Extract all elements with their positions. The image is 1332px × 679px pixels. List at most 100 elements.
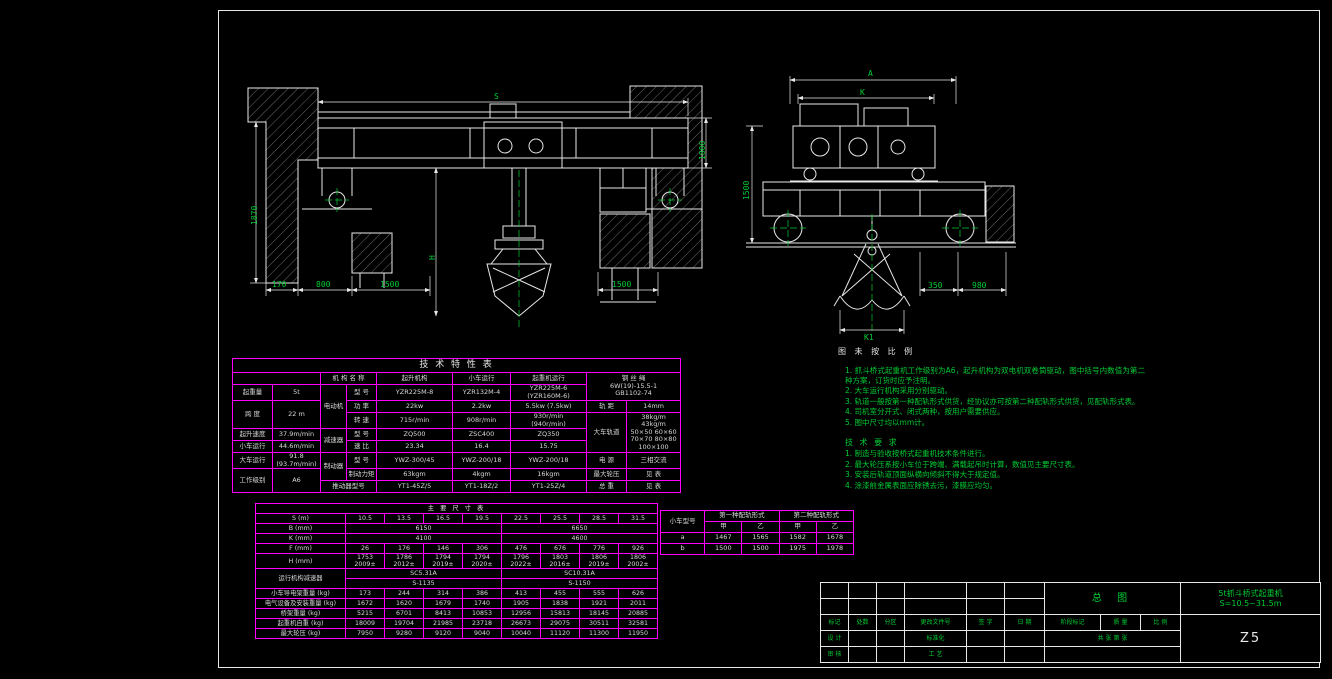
table-cell <box>876 630 905 647</box>
table-cell: 速 比 <box>346 440 377 453</box>
table-cell: 9280 <box>384 628 424 639</box>
table-cell <box>904 598 967 615</box>
table-cell: S (m) <box>255 513 346 524</box>
table-cell: 173 <box>345 588 385 599</box>
machinery-house <box>863 107 909 127</box>
table-cell: 38kg/m 43kg/m 50×50 60×60 70×70 80×80 10… <box>625 412 682 453</box>
notes-block-2-title: 技 术 要 求 <box>845 438 899 447</box>
table-cell: 21985 <box>423 618 463 629</box>
table-cell: 23.34 <box>376 440 453 453</box>
notes-block-1: 1. 抓斗桥式起重机工作级别为A6，起升机构为双电机双卷筒驱动，图中括号内数值为… <box>845 366 1145 428</box>
wall-hatch-side <box>985 185 1015 243</box>
table-cell: 1753 2009± <box>345 553 385 569</box>
table-cell: 小车运行 <box>232 440 273 453</box>
table-cell: 6650 <box>500 523 659 534</box>
table-cell: 10040 <box>501 628 541 639</box>
pier-hatch-right <box>599 213 651 269</box>
front-view <box>247 85 712 328</box>
hoist-drum <box>497 138 513 154</box>
table-cell: YT1-18Z/2 <box>452 480 511 493</box>
table-cell <box>876 598 905 615</box>
table-cell: 15813 <box>540 608 580 619</box>
table-cell: 三相交流 <box>625 452 682 469</box>
table-cell: 10853 <box>462 608 502 619</box>
table-cell: 1978 <box>815 543 855 555</box>
table-cell: 455 <box>540 588 580 599</box>
table-cell: 715r/min <box>376 412 453 429</box>
side-view <box>746 76 1016 334</box>
table-cell: 4600 <box>500 533 659 544</box>
table-cell: 4kgm <box>452 468 511 481</box>
table-cell: 乙 <box>815 521 855 533</box>
table-cell: 244 <box>384 588 424 599</box>
table-cell: 26 <box>345 543 385 554</box>
table-cell: 见 表 <box>625 468 682 481</box>
table-cell <box>876 582 905 599</box>
table-cell <box>1004 646 1045 663</box>
note-line: 4. 涂漆前金属表面应除锈去污，漆膜应均匀。 <box>845 480 998 490</box>
bridge-girder <box>317 117 689 169</box>
table-cell: 16kgm <box>510 468 587 481</box>
table-cell: 2.2kw <box>452 400 511 413</box>
table-cell: 6701 <box>384 608 424 619</box>
dimension-label-a: A <box>868 69 873 78</box>
table-cell: 总 重 <box>586 480 627 493</box>
table-cell: H (mm) <box>255 553 346 569</box>
table-cell: 22.5 <box>501 513 541 524</box>
table-cell: YWZ-300/45 <box>376 452 453 469</box>
table-cell: 20885 <box>617 608 659 619</box>
table-cell <box>820 582 849 599</box>
table-cell: 电 源 <box>586 452 627 469</box>
table-cell: YT1-45Z/5 <box>376 480 453 493</box>
table-cell: 最大轮压 <box>586 468 627 481</box>
table-cell: YZR225M-6 (YZR160M-6) <box>510 384 587 401</box>
table-cell: 29075 <box>540 618 580 629</box>
table-cell: 9120 <box>423 628 463 639</box>
table-cell: 审 核 <box>820 646 849 663</box>
table-cell: 起升机构 <box>376 372 453 385</box>
table-cell: F (mm) <box>255 543 346 554</box>
pier-hatch-left <box>351 232 393 274</box>
dimension-label-k: K <box>860 88 865 97</box>
table-cell: 起重机自重 (kg) <box>255 618 346 629</box>
table-cell: 25.5 <box>540 513 580 524</box>
dimension-label-seg4: 1500 <box>612 280 632 289</box>
table-cell: 设 计 <box>820 630 849 647</box>
table-cell: b <box>659 543 706 555</box>
table-cell: 大车运行 <box>232 452 273 469</box>
table-cell: 5t <box>272 384 321 401</box>
table-cell: 工 艺 <box>904 646 967 663</box>
dimension-label-hook: H <box>428 255 437 260</box>
table-cell: 小车运行 <box>452 372 511 385</box>
table-cell: SC10.31A <box>500 568 659 579</box>
table-cell <box>1004 582 1045 599</box>
table-cell: 1672 <box>345 598 385 609</box>
table-cell: 机 构 名 称 <box>320 372 377 385</box>
table-cell <box>966 598 1005 615</box>
table-cell: 制动器 <box>320 452 347 481</box>
table-cell: 1740 <box>462 598 502 609</box>
table-cell: 桥架重量 (kg) <box>255 608 346 619</box>
table-cell: 电动机 <box>320 384 347 429</box>
table-cell <box>1004 598 1045 615</box>
table-cell: 功 率 <box>346 400 377 413</box>
table-cell: 18145 <box>579 608 619 619</box>
table-cell: 最大轮压 (kg) <box>255 628 346 639</box>
dimension-label-seg2: 800 <box>316 280 331 289</box>
note-line: 5. 图中尺寸均以mm计。 <box>845 417 930 427</box>
table-title: 技 术 特 性 表 <box>231 358 682 373</box>
table-title: 主 要 尺 寸 表 <box>254 503 659 514</box>
table-cell: 甲 <box>704 521 743 533</box>
trolley-side <box>792 125 936 169</box>
table-cell: 小车型号 <box>659 510 706 533</box>
table-cell: 1838 <box>540 598 580 609</box>
table-cell: 1794 2019± <box>423 553 463 569</box>
dimension-label-side-left: 1500 <box>742 180 751 200</box>
table-cell: 44.6m/min <box>272 440 321 453</box>
travel-wheel-left <box>773 213 803 243</box>
table-cell: 306 <box>462 543 502 554</box>
table-cell: 1500 <box>704 543 743 555</box>
notes-block-2: 1. 制造与验收按桥式起重机技术条件进行。2. 最大轮压系按小车位于跨端、满载起… <box>845 449 1145 491</box>
table-cell: 2011 <box>617 598 659 609</box>
table-cell: 8413 <box>423 608 463 619</box>
